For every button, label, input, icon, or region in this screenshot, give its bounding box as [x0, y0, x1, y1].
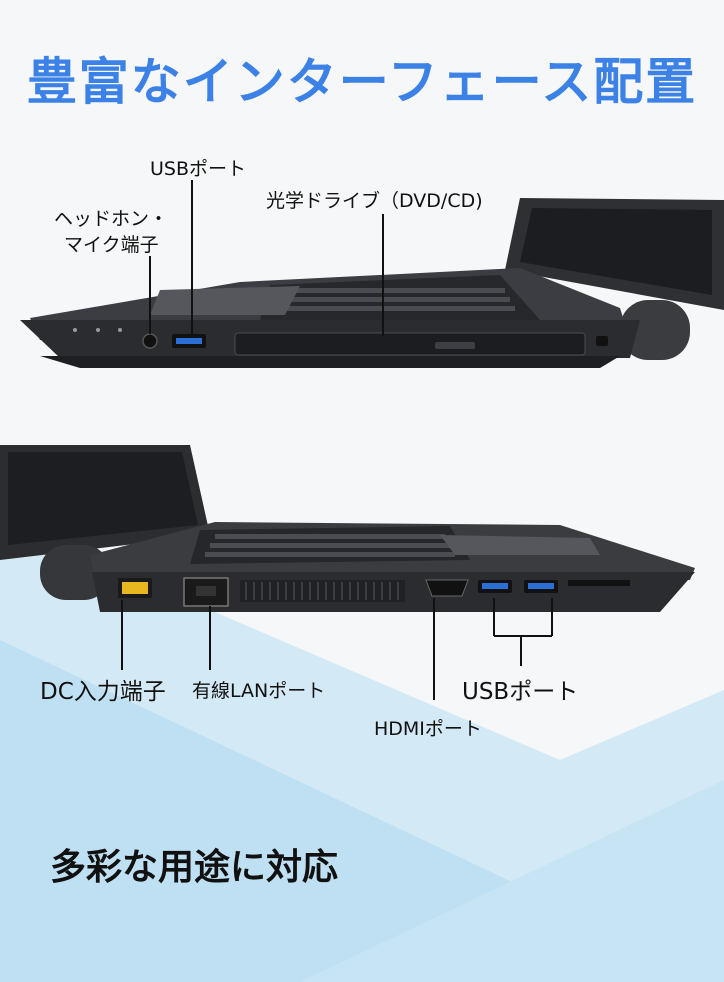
page-heading: 豊富なインターフェース配置 [26, 53, 698, 111]
side-usb-label: USBポート [462, 679, 579, 705]
laptop-side-image [0, 445, 695, 612]
headphone-label-line2: マイク端子 [64, 234, 159, 256]
headphone-label-line1: ヘッドホン・ [54, 208, 169, 230]
lan-port-label: 有線LANポート [192, 680, 326, 702]
laptop-front-image [20, 198, 724, 368]
optical-drive-label: 光学ドライブ（DVD/CD) [266, 190, 483, 212]
hdmi-port-label: HDMIポート [374, 718, 482, 740]
dc-input-label: DC入力端子 [40, 679, 166, 705]
top-usb-label: USBポート [150, 158, 247, 180]
top-leader-lines [149, 180, 384, 336]
tagline: 多彩な用途に対応 [50, 847, 339, 888]
